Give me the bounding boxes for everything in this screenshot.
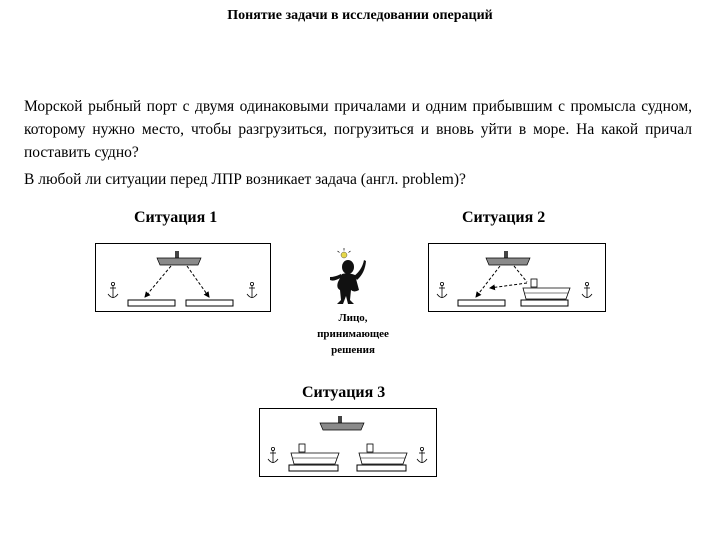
situation-2-frame bbox=[428, 243, 606, 312]
arrow-redirect bbox=[489, 282, 528, 291]
situation-3-frame bbox=[259, 408, 437, 477]
decision-maker-figure bbox=[330, 248, 366, 304]
anchor-icon-left bbox=[107, 282, 119, 298]
situation-2-scene bbox=[428, 243, 606, 312]
anchor-icon-left bbox=[267, 447, 279, 463]
berth-1 bbox=[457, 299, 506, 307]
situation-3-scene bbox=[259, 408, 437, 477]
docked-ship-2 bbox=[358, 443, 408, 465]
arrow-to-berth-1 bbox=[475, 265, 501, 298]
decision-maker-label-line-1: Лицо, bbox=[338, 312, 368, 324]
anchor-icon-right bbox=[416, 447, 428, 463]
decision-maker-label-line-3: решения bbox=[331, 344, 375, 356]
arrow-to-berth-1 bbox=[144, 265, 172, 298]
situation-2-label: Ситуация 2 bbox=[462, 209, 546, 226]
berth-2 bbox=[185, 299, 234, 307]
berth-2 bbox=[356, 464, 407, 472]
arriving-ship bbox=[319, 416, 365, 431]
situation-1-scene bbox=[95, 243, 271, 312]
question-text: В любой ли ситуации перед ЛПР возникает … bbox=[24, 171, 466, 188]
situation-1-frame bbox=[95, 243, 271, 312]
anchor-icon-right bbox=[581, 282, 593, 298]
anchor-icon-left bbox=[436, 282, 448, 298]
docked-ship bbox=[522, 278, 571, 300]
situation-3-label: Ситуация 3 bbox=[302, 384, 386, 401]
person-silhouette bbox=[330, 260, 366, 304]
berth-1 bbox=[288, 464, 339, 472]
decision-maker-label-line-2: принимающее bbox=[317, 328, 389, 340]
arrow-to-occupied-berth bbox=[513, 265, 528, 283]
arrow-to-berth-2 bbox=[186, 265, 210, 298]
page-title: Понятие задачи в исследовании операций bbox=[227, 8, 493, 23]
docked-ship-1 bbox=[290, 443, 340, 465]
problem-description: Морской рыбный порт с двумя одинаковыми … bbox=[24, 98, 692, 161]
berth-2 bbox=[520, 299, 569, 307]
arriving-ship bbox=[156, 251, 202, 266]
situation-1-label: Ситуация 1 bbox=[134, 209, 218, 226]
lightbulb-icon bbox=[337, 248, 351, 259]
anchor-icon-right bbox=[246, 282, 258, 298]
berth-1 bbox=[127, 299, 176, 307]
arriving-ship bbox=[485, 251, 531, 266]
decision-maker-label: Лицо, принимающее решения bbox=[298, 310, 408, 358]
